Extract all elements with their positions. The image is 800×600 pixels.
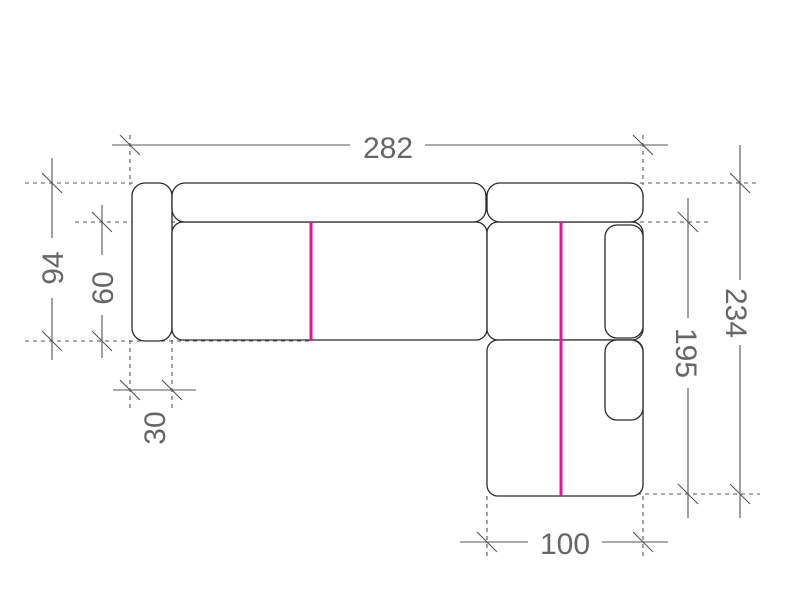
left-seat xyxy=(171,221,488,341)
dimension-label-234: 234 xyxy=(719,288,752,338)
sofa-plan xyxy=(131,182,644,497)
left-backrest xyxy=(171,182,487,223)
dimension-label-100: 100 xyxy=(540,528,590,561)
dimension-chaise-width: 100 xyxy=(460,528,668,561)
chaise-backrest-upper xyxy=(604,224,644,339)
dimension-seat-depth: 94 xyxy=(37,158,70,360)
dimension-chaise-length: 195 xyxy=(669,198,702,518)
dimension-label-60: 60 xyxy=(87,271,120,304)
dimension-total-width: 282 xyxy=(112,132,668,185)
dimension-label-30: 30 xyxy=(139,411,172,444)
dimension-total-depth: 234 xyxy=(719,145,752,518)
dimension-label-94: 94 xyxy=(37,251,70,284)
dimension-label-195: 195 xyxy=(669,328,702,378)
corner-backrest xyxy=(486,182,644,223)
chaise-backrest-lower xyxy=(604,339,644,421)
dimension-label-282: 282 xyxy=(363,132,413,165)
left-armrest xyxy=(131,182,173,342)
chaise-seat xyxy=(486,339,644,497)
dimension-armrest-width: 30 xyxy=(113,379,196,445)
dimension-inner-seat-depth: 60 xyxy=(87,205,120,358)
